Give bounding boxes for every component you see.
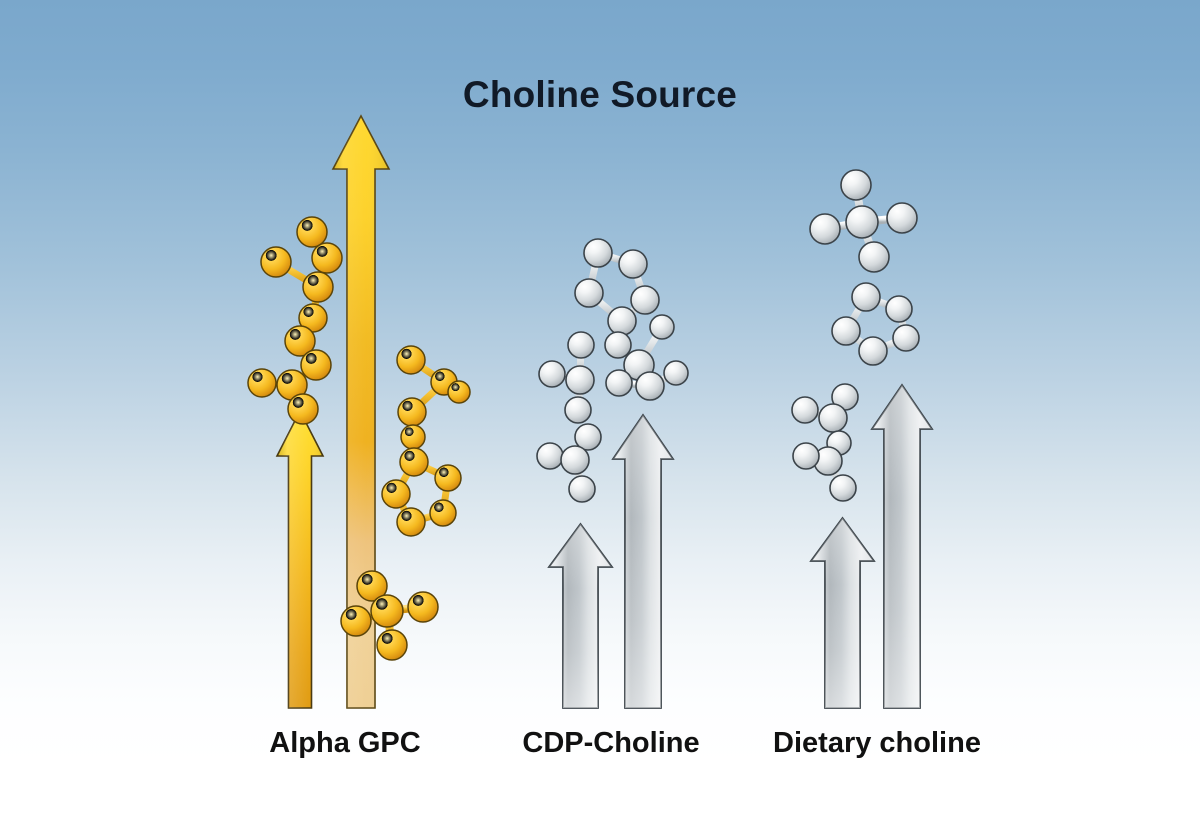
- molecule-dietary-choline-ring-pentagon: [831, 282, 920, 366]
- molecule-dietary-choline-tetrahedral-top: [809, 169, 918, 273]
- category-label-cdp-choline: CDP-Choline: [522, 727, 700, 759]
- category-label-dietary-choline: Dietary choline: [773, 727, 981, 759]
- molecule-alpha-gpc-chain-zigzag: [247, 216, 343, 425]
- molecule-cdp-choline-tetrahedral-lower: [536, 423, 602, 503]
- category-label-alpha-gpc: Alpha GPC: [269, 727, 421, 759]
- molecule-cdp-choline-ring-chain: [574, 238, 689, 401]
- arrow-dietary-choline-short: [809, 516, 876, 709]
- molecule-alpha-gpc-branched-small: [396, 345, 471, 450]
- arrow-group-cdp-choline: [547, 413, 675, 709]
- molecule-alpha-gpc-tetrahedral: [340, 570, 439, 661]
- arrow-group-dietary-choline: [809, 383, 934, 709]
- molecule-cdp-choline-tetrahedral-upper: [538, 331, 595, 424]
- page-title: Choline Source: [462, 74, 738, 115]
- molecule-dietary-choline-chain-branched: [791, 383, 859, 502]
- arrow-alpha-gpc-tall: [331, 114, 391, 709]
- molecule-alpha-gpc-ring-pentagon: [381, 447, 462, 537]
- arrow-cdp-choline-short: [547, 522, 614, 709]
- arrow-group-alpha-gpc: [275, 114, 391, 709]
- arrow-cdp-choline-tall: [611, 413, 675, 709]
- arrow-alpha-gpc-short: [275, 409, 325, 709]
- arrow-dietary-choline-tall: [870, 383, 934, 709]
